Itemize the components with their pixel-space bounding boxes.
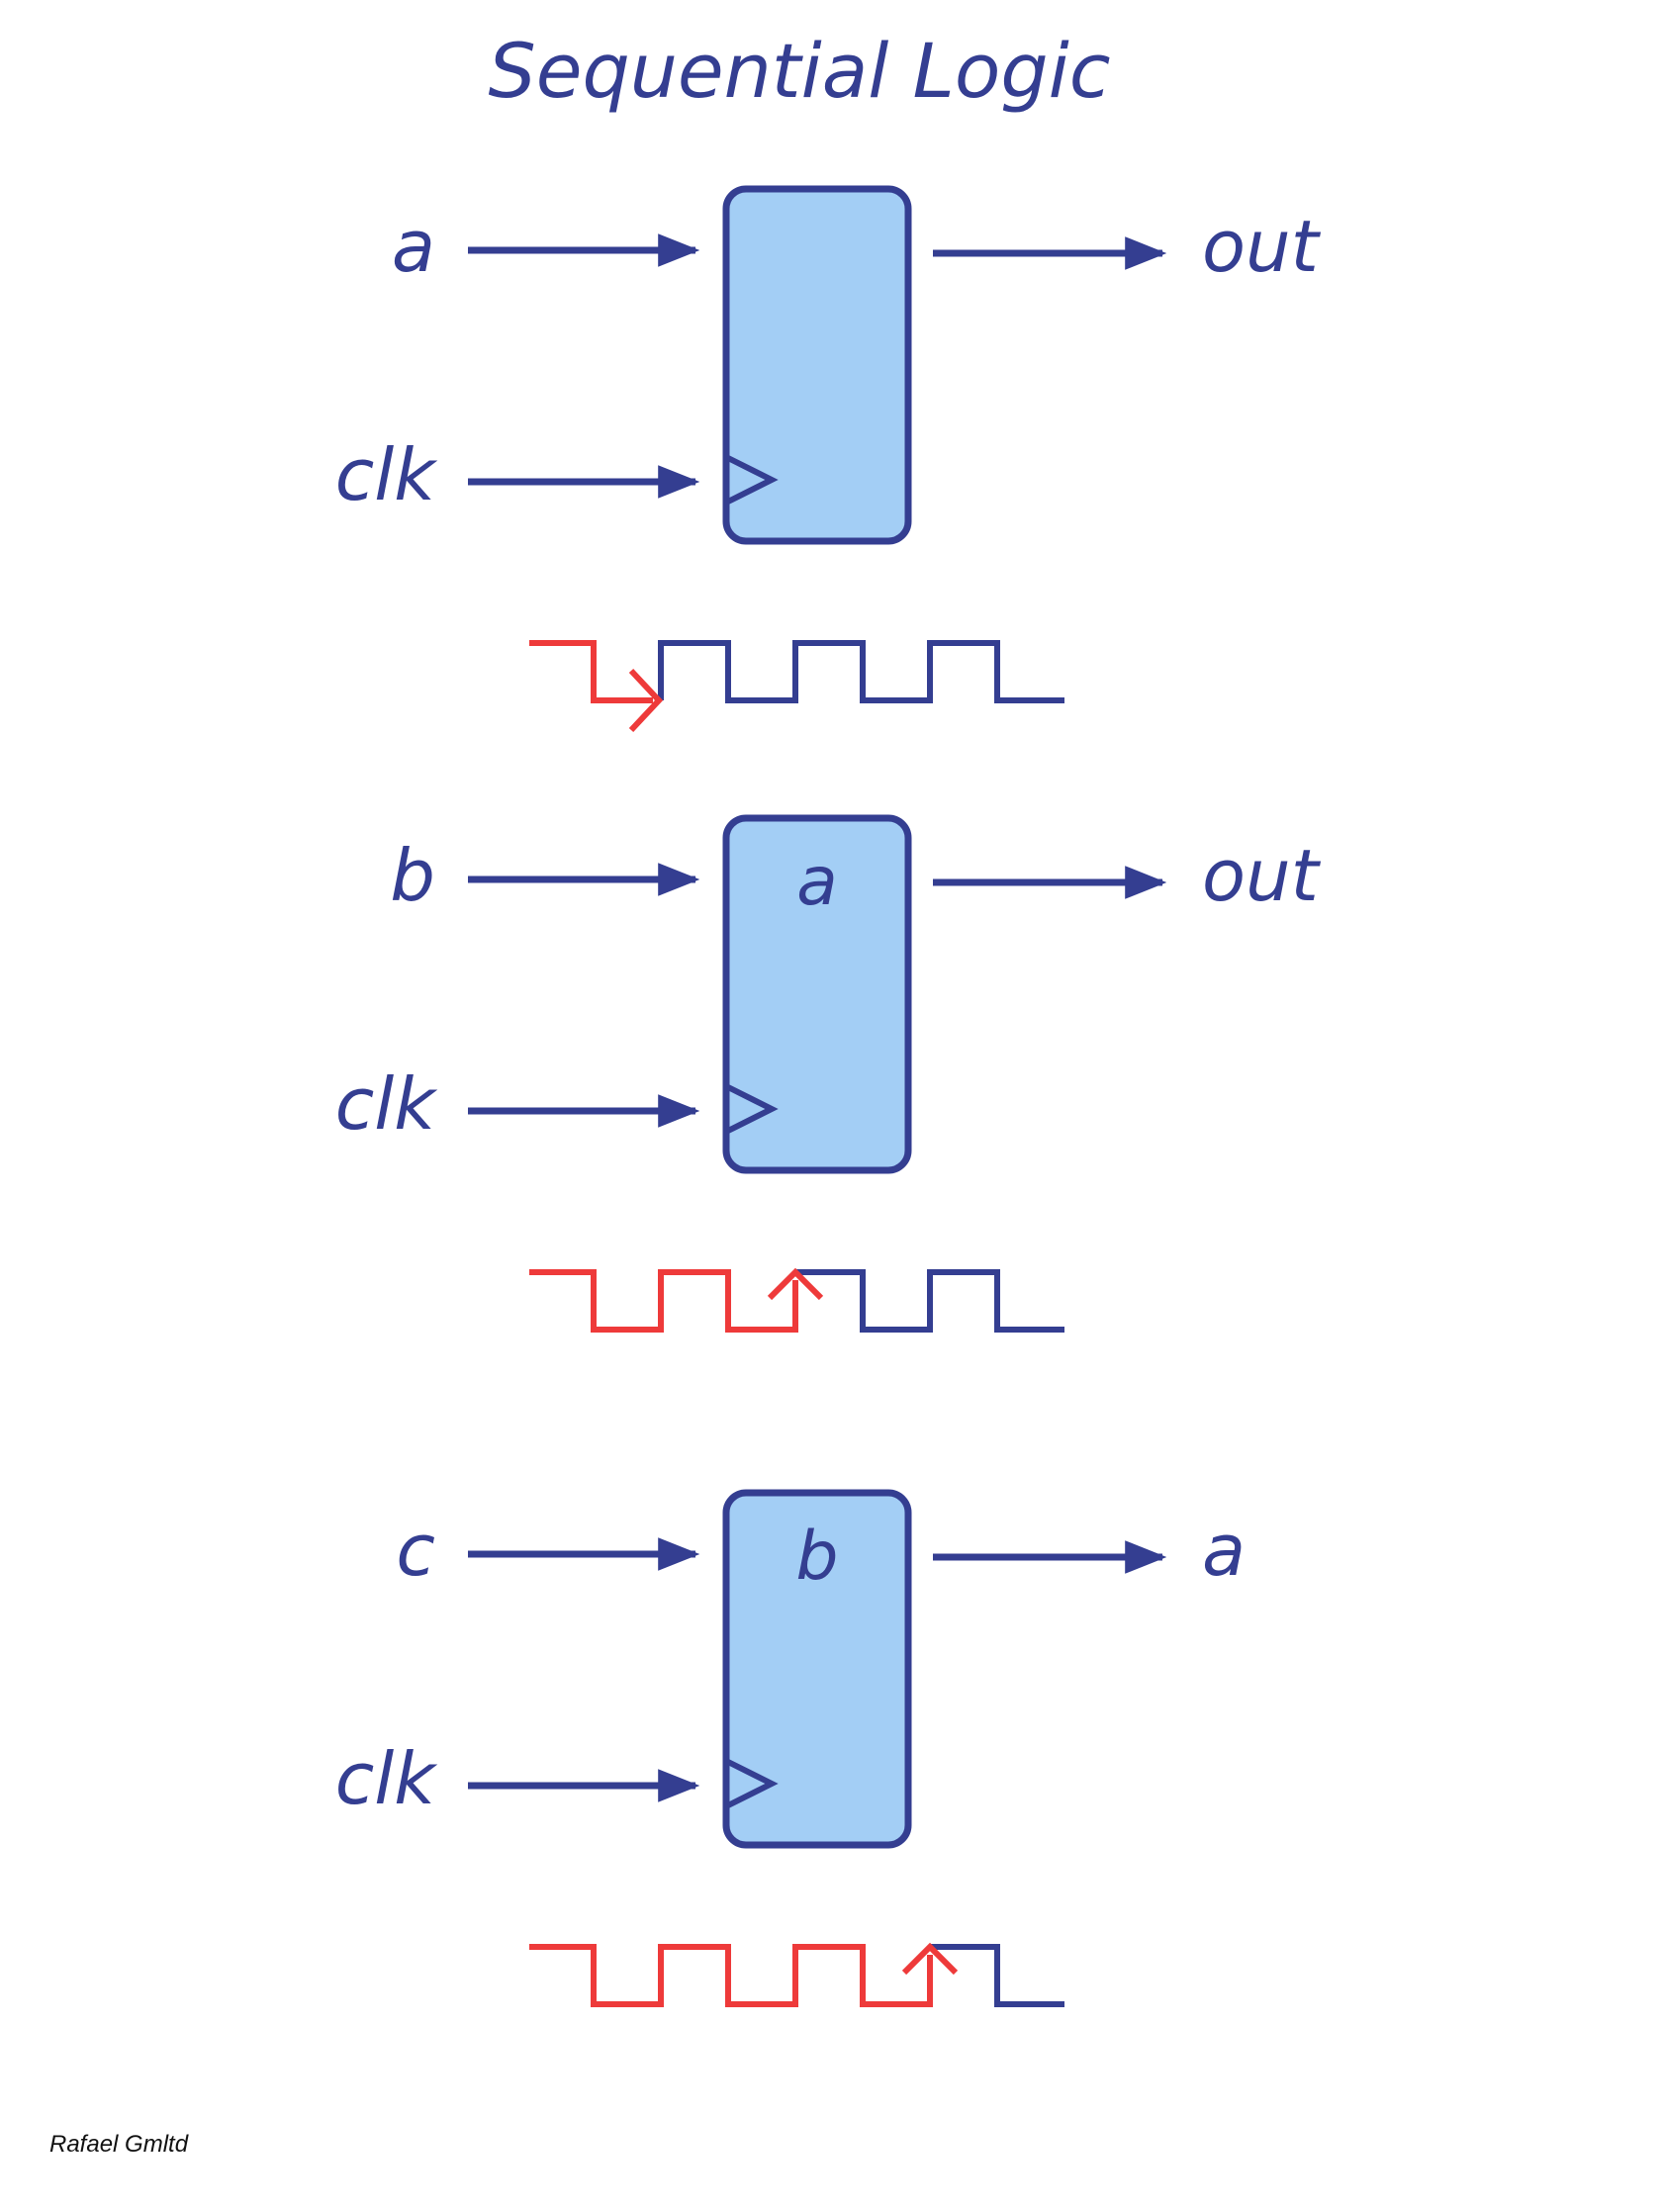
output-label: out [1202,205,1322,288]
clock-input-label: clk [335,1062,439,1146]
clock-wave-remaining [930,1944,1064,2007]
clock-input-label: clk [335,1737,439,1820]
register-box [722,814,912,1174]
register-stage-1: a clk out [335,185,1322,733]
clock-input-label: clk [335,433,439,516]
data-input-label: a [392,205,435,288]
output-label: a [1202,1509,1246,1592]
clock-wave-elapsed [529,1944,933,2007]
data-input-label: b [390,834,435,917]
clock-waveform [529,640,1064,733]
clock-wave-elapsed [529,640,653,703]
register-box [722,185,912,545]
register-stage-3: c clk b a [335,1489,1246,2007]
clock-waveform [529,1267,1064,1333]
register-box [722,1489,912,1849]
output-label: out [1202,834,1322,917]
clock-wave-elapsed [529,1269,798,1333]
current-clock-edge-arrow [901,1942,959,1976]
author-credit: Rafael Gmltd [49,2131,189,2158]
clock-edge-marker [726,455,779,505]
data-input-label: c [396,1509,435,1592]
page-title: Sequential Logic [488,27,1110,115]
clock-waveform [529,1942,1064,2007]
clock-edge-marker [726,1084,779,1134]
clock-wave-remaining [658,640,1064,703]
register-stage-2: b clk a out [335,814,1322,1333]
current-clock-edge-arrow [767,1267,824,1301]
clock-edge-marker [726,1759,779,1808]
current-clock-edge-arrow [628,668,664,733]
clock-wave-remaining [795,1269,1064,1333]
register-stored-value: a [796,843,838,921]
register-stored-value: b [795,1518,838,1596]
